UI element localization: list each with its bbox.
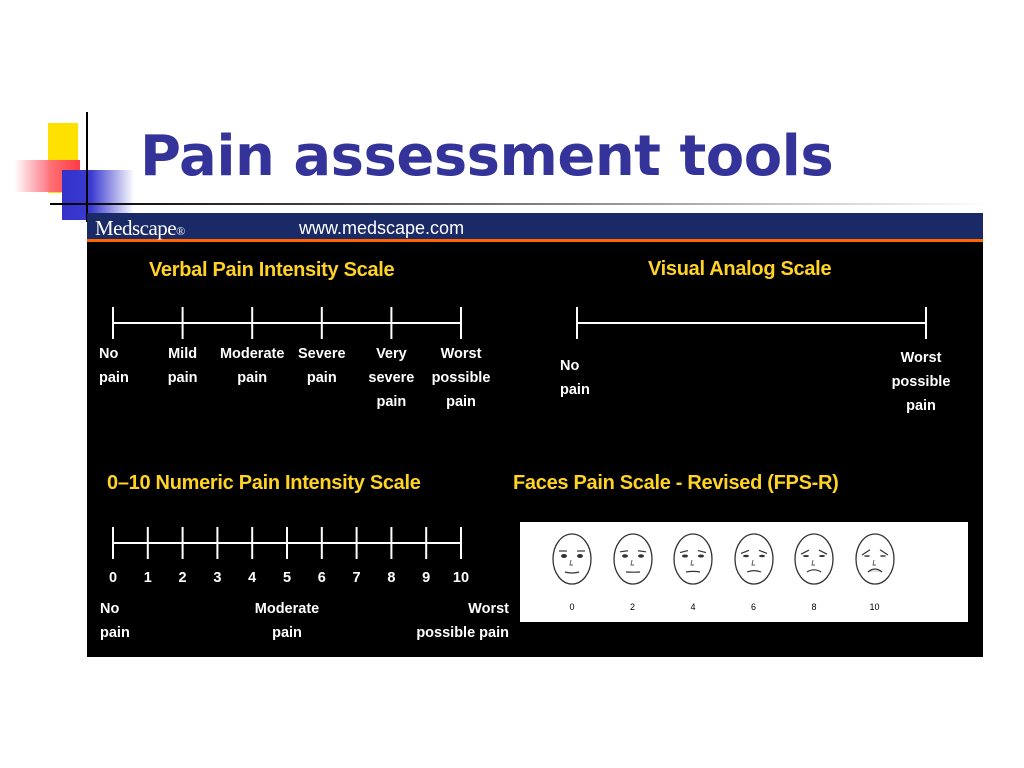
numeric-scale-number: 9 <box>422 570 431 586</box>
faces-panel: 0 2 4 6 8 10 <box>520 522 968 622</box>
face-score-label: 6 <box>750 602 756 612</box>
numeric-scale-number: 7 <box>352 570 361 586</box>
numeric-scale-line <box>112 527 462 559</box>
face-score-label: 2 <box>629 602 635 612</box>
pain-face-icon <box>552 533 592 585</box>
pain-face-icon <box>612 533 653 585</box>
figure-header: Medscape® www.medscape.com <box>87 213 983 242</box>
decor-horizontal-rule <box>50 203 990 205</box>
pain-face-icon <box>794 533 834 585</box>
faces-scale-heading: Faces Pain Scale - Revised (FPS-R) <box>513 472 839 494</box>
pain-scales-figure: Medscape® www.medscape.com Verbal Pain I… <box>87 213 983 657</box>
numeric-scale-number: 4 <box>248 570 257 586</box>
pain-face-icon <box>854 533 895 585</box>
numeric-scale-number: 8 <box>387 570 396 586</box>
numeric-scale-number: 2 <box>178 570 187 586</box>
pain-face-icon <box>673 533 713 585</box>
decor-vertical-line <box>86 112 88 222</box>
numeric-left-label: No pain <box>100 601 130 641</box>
numeric-scale-number: 0 <box>108 570 118 586</box>
verbal-scale-heading: Verbal Pain Intensity Scale <box>149 259 395 281</box>
face-score-label: 8 <box>811 602 817 612</box>
face-score-label: 4 <box>690 602 696 612</box>
brand-logo: Medscape® <box>95 216 185 240</box>
face-score-label: 0 <box>569 602 575 612</box>
numeric-right-label: Worst possible pain <box>416 601 509 641</box>
vas-heading: Visual Analog Scale <box>648 258 832 280</box>
numeric-scale-number: 10 <box>452 570 470 586</box>
vas-right-label: Worst possible pain <box>891 350 951 414</box>
numeric-scale-heading: 0–10 Numeric Pain Intensity Scale <box>107 472 421 494</box>
numeric-middle-label: Moderate pain <box>254 601 320 641</box>
vas-left-label: No pain <box>560 358 590 398</box>
pain-face-icon <box>733 533 774 585</box>
face-score-label: 10 <box>869 602 880 612</box>
numeric-scale-number: 5 <box>282 570 292 586</box>
site-url: www.medscape.com <box>299 218 465 238</box>
vas-line <box>576 307 927 339</box>
decor-blue-square <box>62 170 134 220</box>
numeric-scale-number: 6 <box>317 570 326 586</box>
numeric-scale-number: 3 <box>213 570 222 586</box>
verbal-scale-line <box>112 307 462 339</box>
numeric-scale-number: 1 <box>143 570 152 586</box>
slide-title: Pain assessment tools <box>140 124 834 189</box>
